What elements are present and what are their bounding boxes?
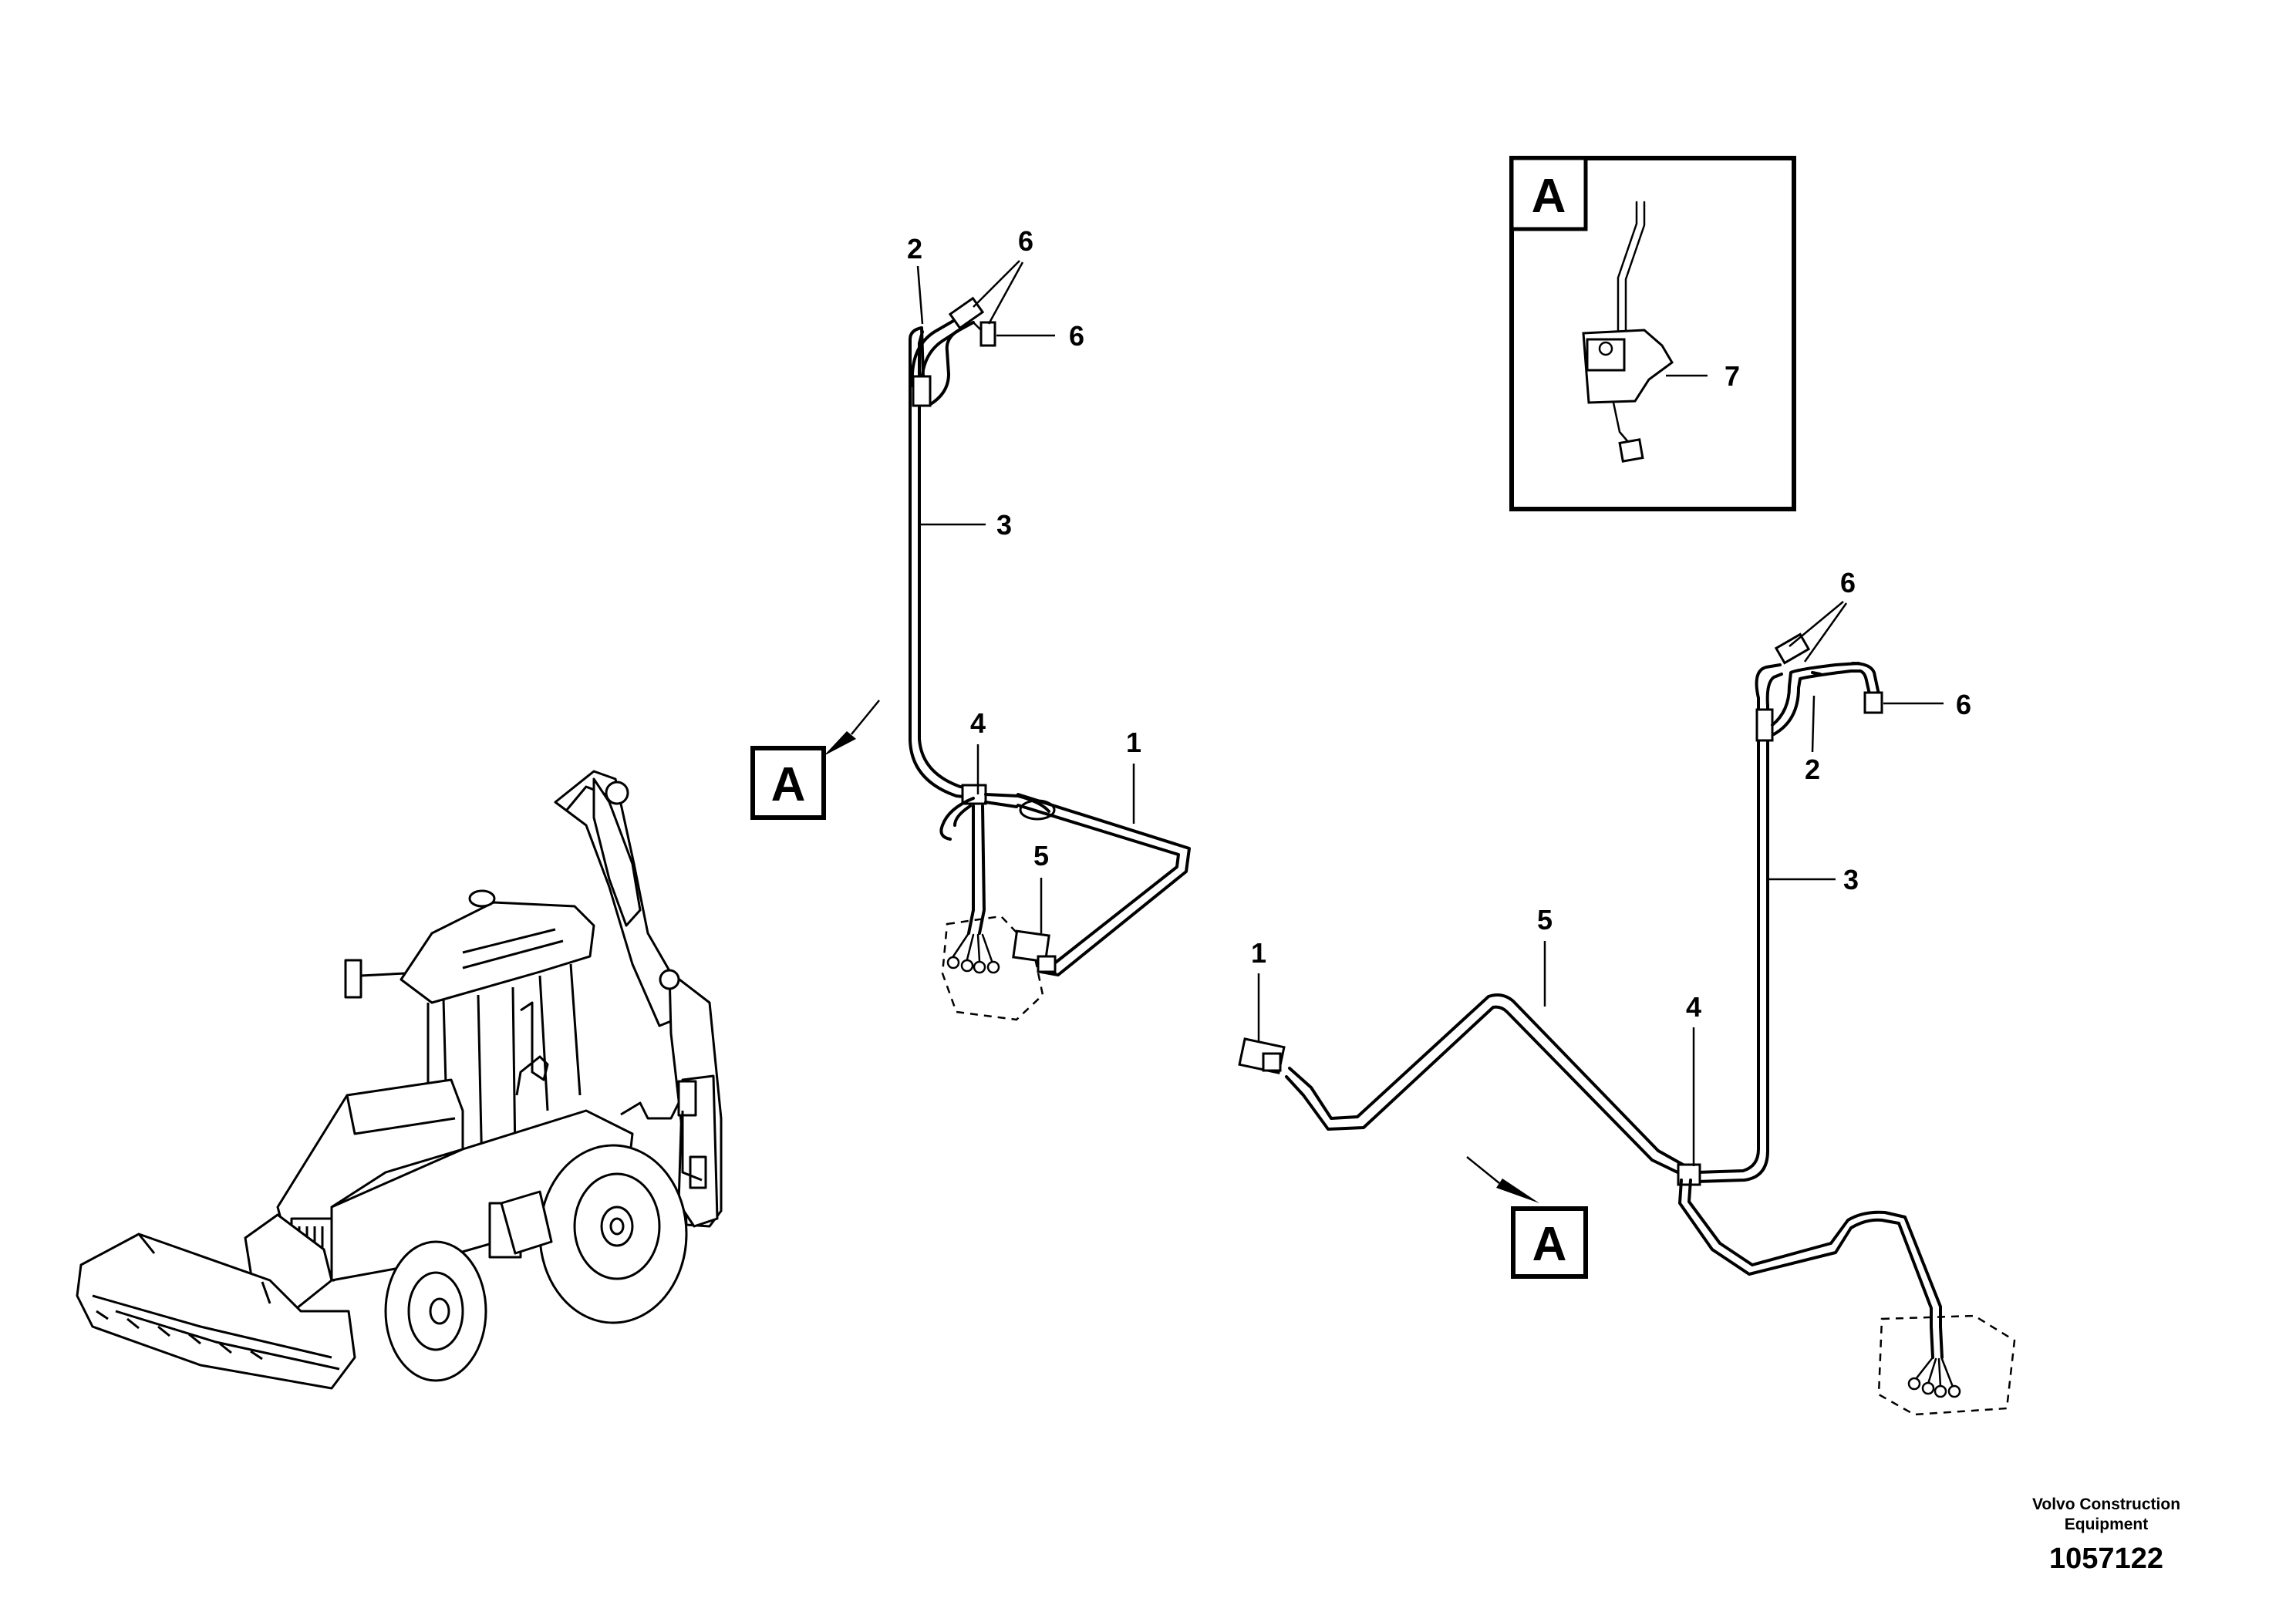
document-number: 1057122 <box>2049 1543 2163 1575</box>
callout-6-left-top: 6 <box>1018 225 1033 257</box>
callout-5-left: 5 <box>1033 840 1049 872</box>
backhoe-loader-illustration <box>76 770 723 1390</box>
callout-1-left: 1 <box>1126 727 1141 758</box>
callout-3-left: 3 <box>996 509 1012 541</box>
pin-connector-icon <box>946 932 1000 974</box>
callout-2-right: 2 <box>1805 754 1820 785</box>
dashed-connector-area <box>941 915 1044 1021</box>
right-harness-assembly: 6 6 2 3 1 5 4 <box>1238 567 2016 1416</box>
brand-line-2: Equipment <box>2064 1516 2149 1533</box>
footer: Volvo Construction Equipment 1057122 <box>1991 1495 2222 1576</box>
connector-5-right-icon <box>1238 1037 1286 1074</box>
bucket-teeth-icon <box>96 1310 263 1361</box>
callout-6-left-side: 6 <box>1069 320 1084 352</box>
view-marker-a-left: A <box>771 758 806 811</box>
callout-6-right-top: 6 <box>1840 567 1856 599</box>
callout-6-right-side: 6 <box>1956 689 1971 720</box>
connector-6d-icon <box>1863 691 1883 714</box>
connector-5-left-icon <box>1012 929 1057 973</box>
connector-6c-icon <box>1774 632 1811 665</box>
pin-connector-right-icon <box>1907 1356 1961 1398</box>
dashed-connector-area-right <box>1877 1314 2016 1416</box>
detail-view-letter: A <box>1532 170 1566 223</box>
clamp-part-right <box>1755 708 1774 742</box>
callout-3-right: 3 <box>1843 864 1859 895</box>
detail-view-a: A 7 <box>1509 156 1796 511</box>
brand-line-1: Volvo Construction <box>2031 1496 2181 1513</box>
clamp-part <box>912 375 932 407</box>
callout-1-right: 5 <box>1537 904 1553 936</box>
callout-2-left: 2 <box>907 233 922 265</box>
callout-7: 7 <box>1725 360 1740 392</box>
connector-icon <box>1618 438 1644 463</box>
callout-4-right: 4 <box>1686 991 1701 1023</box>
callout-4-left: 4 <box>970 707 986 739</box>
callout-5-right: 1 <box>1251 937 1266 969</box>
view-marker-a-right: A <box>1532 1218 1567 1271</box>
connector-6b-icon <box>972 321 996 347</box>
left-harness-assembly: 2 6 6 3 4 1 <box>750 225 1191 1021</box>
